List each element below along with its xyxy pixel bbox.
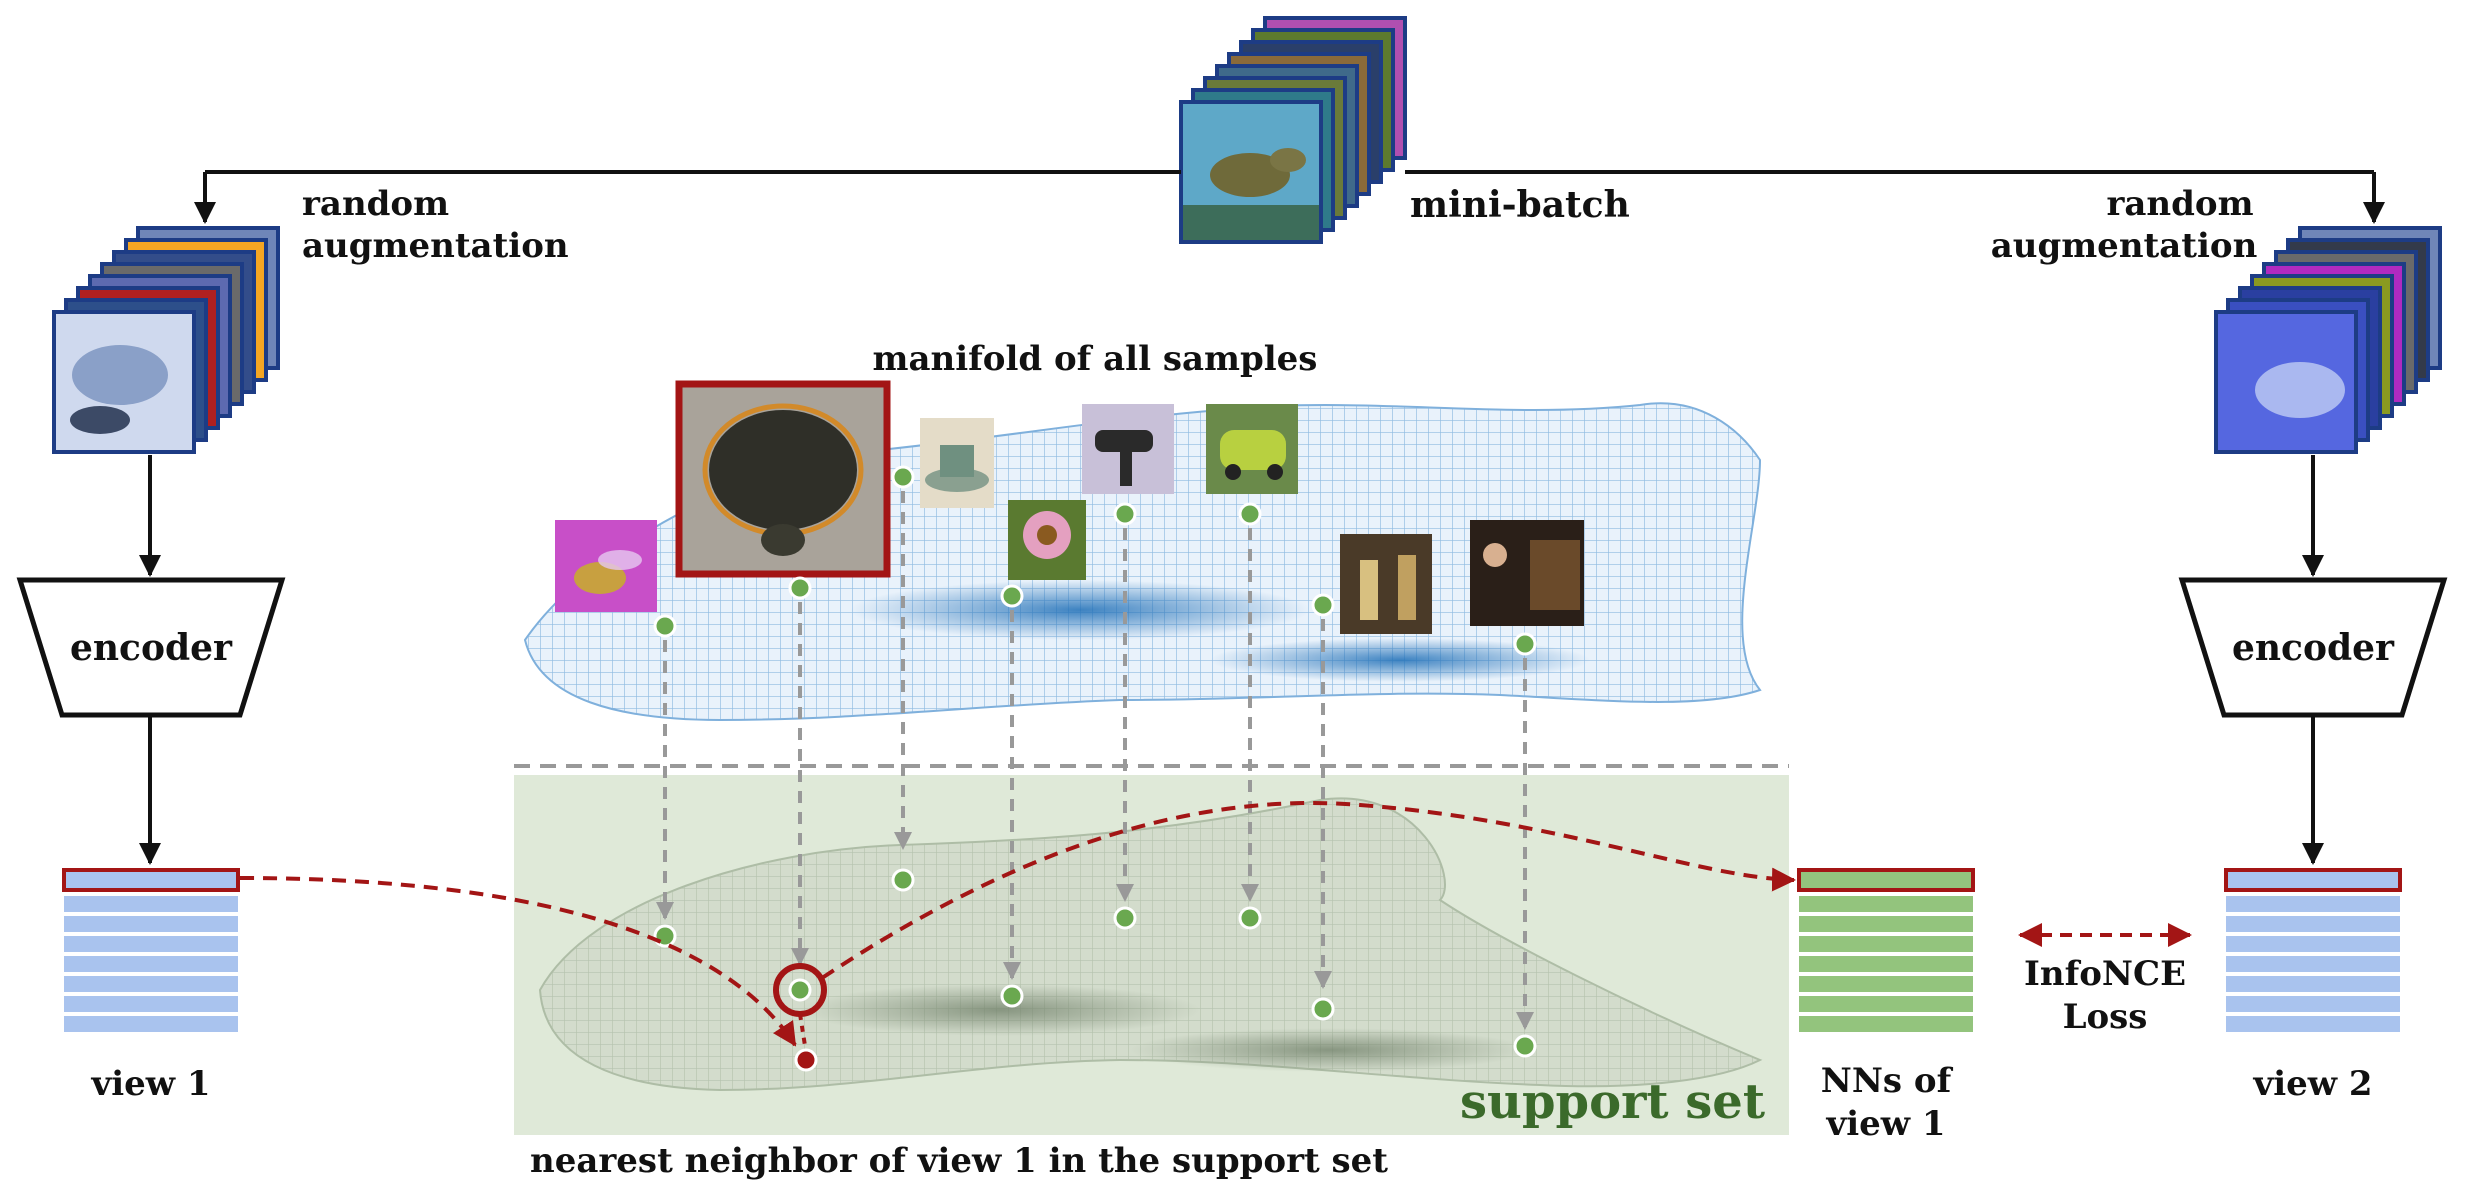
green-manifold-surface	[538, 797, 1763, 1092]
manifold-label: manifold of all samples	[873, 339, 1318, 379]
left-encoder-label: encoder	[70, 627, 233, 669]
nearest-neighbor-caption: nearest neighbor of view 1 in the suppor…	[530, 1141, 1388, 1181]
support-set-label: support set	[1460, 1074, 1765, 1130]
left-augmentation-label-line2: augmentation	[302, 226, 569, 266]
view1-to-support-arrow	[239, 876, 797, 1047]
sample-image-car	[1206, 404, 1298, 494]
right-augmentation-label-line2: augmentation	[1991, 226, 2258, 266]
right-augmentation-stack	[2214, 226, 2442, 454]
left-augmentation-stack	[52, 226, 280, 454]
manifold-points	[653, 465, 1537, 656]
view1-query-point	[794, 1048, 818, 1072]
nns-label-line2: view 1	[1825, 1104, 1945, 1144]
sample-image-teacup	[920, 418, 994, 508]
minibatch-connector	[194, 170, 2385, 224]
projection-arrows	[656, 491, 1534, 1030]
sample-image-turtle	[675, 380, 891, 578]
view2-label: view 2	[2252, 1064, 2372, 1104]
view2-embedding-stack	[2224, 868, 2402, 1032]
view1-label: view 1	[90, 1064, 210, 1104]
mini-batch-stack	[1179, 16, 1407, 244]
support-set-points	[653, 868, 1537, 1058]
infonce-label-line2: Loss	[2063, 997, 2148, 1037]
sample-image-flower	[1008, 500, 1086, 580]
infonce-label-line1: InfoNCE	[2024, 954, 2186, 994]
nn-embedding-stack	[1797, 868, 1975, 1032]
nns-label-line1: NNs of	[1821, 1061, 1954, 1101]
mini-batch-label: mini-batch	[1410, 184, 1630, 226]
left-encoder-trapezoid	[16, 577, 286, 718]
sample-image-musicians	[1340, 534, 1432, 634]
right-encoder-label: encoder	[2232, 627, 2395, 669]
view1-embedding-stack	[62, 868, 240, 1032]
sample-image-bee	[555, 520, 657, 612]
nn-to-output-arrow	[820, 801, 1796, 980]
right-encoder-trapezoid	[2178, 577, 2448, 718]
right-augmentation-label-line1: random	[2106, 184, 2253, 224]
left-augmentation-label-line1: random	[302, 184, 449, 224]
sample-image-pianist	[1470, 520, 1584, 626]
sample-image-hair-dryer	[1082, 404, 1174, 494]
